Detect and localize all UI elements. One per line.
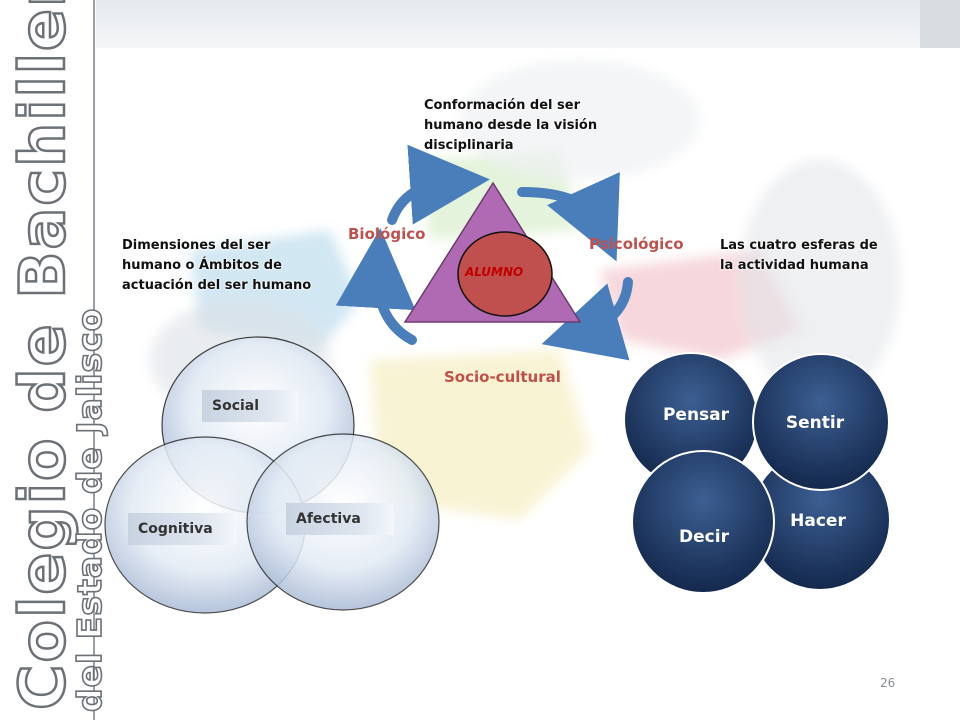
four-spheres	[623, 352, 891, 594]
arrow-top-left	[387, 144, 490, 225]
caption-four-spheres: Las cuatro esferas de la actividad human…	[720, 238, 878, 273]
figure-shadow-top	[460, 60, 700, 180]
tag-afectiva: Afectiva	[286, 503, 394, 535]
label-decir: Decir	[679, 527, 729, 547]
top-banner	[95, 0, 960, 48]
cycle-arrows	[335, 144, 633, 361]
caption-disciplinary-view: Conformación del ser humano desde la vis…	[424, 98, 598, 153]
brand-strip: Colegio de Bachilleres del Estado de Jal…	[0, 0, 110, 720]
page-number: 26	[880, 676, 896, 690]
label-psicologico: Psicológico	[589, 235, 684, 253]
label-pensar: Pensar	[662, 405, 730, 425]
label-alumno: ALUMNO	[465, 265, 524, 279]
figure-shadow-right	[740, 160, 900, 400]
tag-cognitiva: Cognitiva	[128, 513, 236, 545]
label-socio-cultural: Socio-cultural	[444, 368, 561, 386]
banner-block	[920, 0, 960, 48]
caption-dimensions: Dimensiones del ser humano o Ámbitos de …	[122, 238, 312, 293]
label-hacer: Hacer	[790, 511, 846, 531]
sphere-decir	[631, 450, 775, 594]
label-biologico: Biológico	[348, 225, 426, 243]
arrow-top-right	[517, 172, 620, 262]
arrow-left-up	[335, 228, 417, 345]
venn-diagram	[104, 336, 440, 614]
sphere-sentir	[752, 353, 890, 491]
brand-divider	[93, 0, 95, 720]
arrow-right-down	[541, 277, 633, 361]
label-sentir: Sentir	[785, 413, 845, 433]
tag-social: Social	[202, 390, 298, 422]
alumno-circle	[457, 231, 553, 317]
